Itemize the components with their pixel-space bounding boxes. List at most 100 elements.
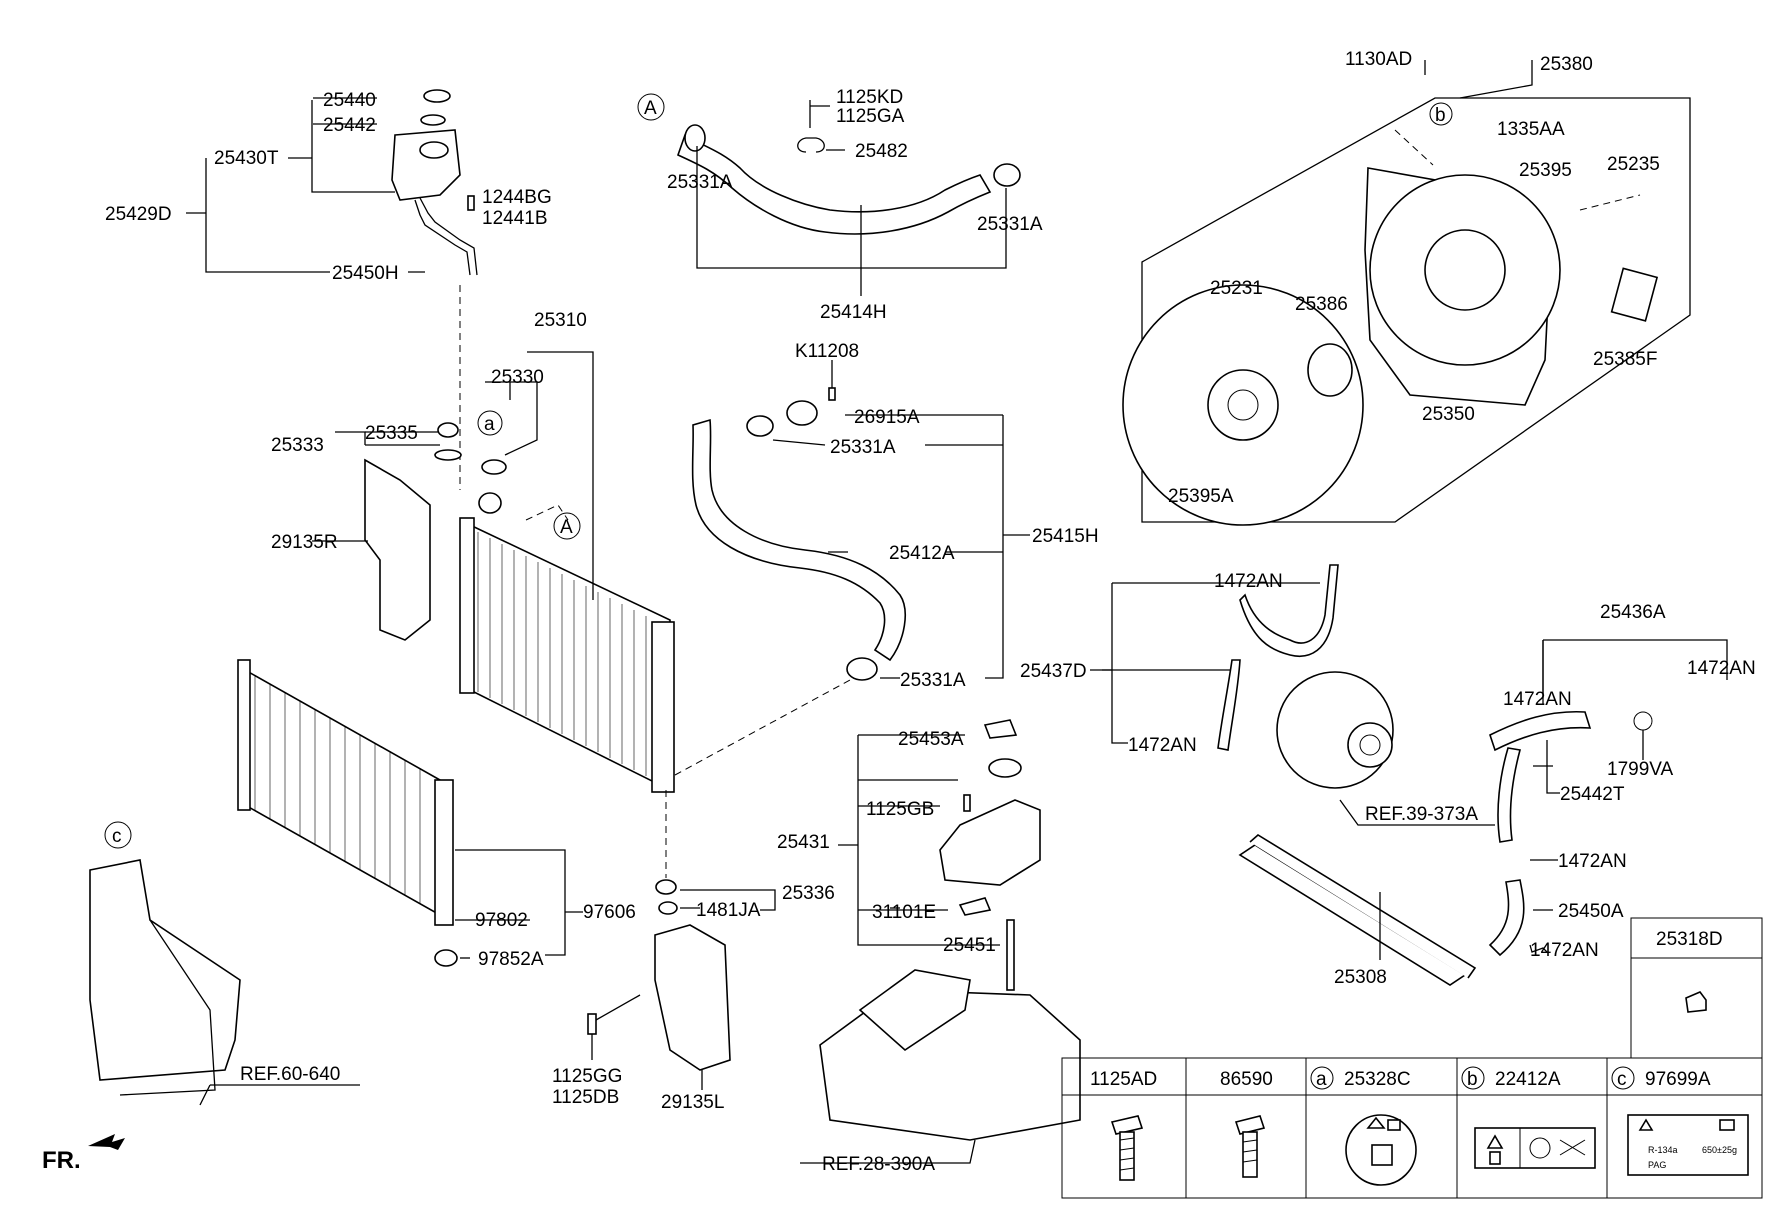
- label-fr: FR.: [42, 1147, 81, 1174]
- hose-clamp-right: [993, 163, 1021, 187]
- guard-29135l: [654, 924, 731, 1071]
- bolt-1125gb: [963, 794, 971, 812]
- radiator-right-tank: [651, 621, 675, 793]
- label-25442: 25442: [323, 115, 376, 136]
- label-plate-25453a: [983, 719, 1018, 739]
- plug-icon: [1685, 991, 1707, 1013]
- air-guard-right: 25333 25335 29135R: [271, 422, 462, 641]
- fan-shroud-assembly: 1130AD 25380 b 1335AA 25395 25235 25231 …: [1122, 49, 1691, 526]
- leader-lower-hose: [674, 679, 851, 776]
- label-1472an-4: 1472AN: [1503, 689, 1572, 710]
- label-1125ga: 1125GA: [836, 106, 905, 127]
- label-25450a: 25450A: [1558, 901, 1624, 922]
- drain-plug-25336: [655, 879, 677, 895]
- label-25440: 25440: [323, 90, 376, 111]
- label-12441b: 12441B: [482, 208, 548, 229]
- reservoir-hose-edge: [419, 197, 478, 276]
- cap-26915a: [786, 400, 818, 426]
- label-1472an-6: 1472AN: [1530, 940, 1599, 961]
- label-ref-39-373a: REF.39-373A: [1365, 804, 1478, 825]
- body-structure: c REF.60-640 FR.: [42, 821, 360, 1174]
- hose-clamp-left: [684, 124, 706, 152]
- label-25380: 25380: [1540, 54, 1593, 75]
- shroud-hub: [1424, 229, 1506, 311]
- refrigerant-oil: PAG: [1648, 1160, 1666, 1170]
- hose-25437d: [1239, 564, 1339, 657]
- hose-25451: [1006, 919, 1015, 991]
- label-1130ad: 1130AD: [1345, 49, 1412, 70]
- lower-hose-shape: [691, 418, 906, 662]
- radiator-cap-25330: [481, 459, 507, 475]
- reservoir-seal: [420, 114, 446, 126]
- inverter-cooling-assembly: 1472AN 25437D 1472AN 25436A 1472AN 1472A…: [1020, 564, 1756, 988]
- refrigerant-type: R-134a: [1648, 1145, 1678, 1155]
- condenser-receiver: [434, 779, 454, 926]
- reservoir-cap: [423, 89, 451, 103]
- label-25331a-2: 25331A: [977, 214, 1043, 235]
- reservoir-assembly: [391, 89, 478, 276]
- label-k11208: K11208: [795, 341, 859, 362]
- label-1125gb: 1125GB: [866, 799, 934, 820]
- pump-pulley: [1347, 722, 1393, 768]
- inverter-reservoir-assembly: 25453A 1125GB 25431 31101E 25451 REF.28-…: [777, 719, 1081, 1175]
- label-29135l: 29135L: [661, 1092, 724, 1113]
- reservoir-labels: 25440 25442 25430T 25429D 1244BG 12441B …: [105, 90, 552, 490]
- label-26915a: 26915A: [854, 407, 920, 428]
- upper-hose-assembly: A 1125KD 1125GA 25482 25331A 25331A 2541…: [637, 87, 1043, 323]
- callout-a-small: [477, 410, 503, 436]
- reservoir-tank-shape: [391, 129, 461, 201]
- label-1472an-5: 1472AN: [1558, 851, 1627, 872]
- label-25482: 25482: [855, 141, 908, 162]
- label-25395: 25395: [1519, 160, 1572, 181]
- label-25429d: 25429D: [105, 204, 172, 225]
- cap-25431: [988, 758, 1022, 778]
- caution-label-round-icon: [1345, 1114, 1417, 1186]
- reservoir-hose: [414, 199, 471, 276]
- label-1472an-3: 1472AN: [1687, 658, 1756, 679]
- hose-25436a: [1489, 710, 1592, 752]
- legend-header-25328c: 25328C: [1344, 1069, 1411, 1090]
- legend-header-25318d: 25318D: [1656, 929, 1723, 950]
- label-25331a-4: 25331A: [900, 670, 966, 691]
- label-25331a-1: 25331A: [667, 172, 733, 193]
- lower-guard-assembly: 25336 1481JA 1125GG 1125DB 29135L: [552, 790, 835, 1113]
- label-31101e: [958, 897, 992, 916]
- body-frame: [89, 859, 241, 1081]
- callout-a-small-label: a: [484, 414, 495, 435]
- label-25350: 25350: [1422, 404, 1475, 425]
- label-31101e: 31101E: [872, 902, 936, 923]
- label-1244bg: 1244BG: [482, 187, 552, 208]
- radiator-fins: [477, 532, 659, 782]
- lower-hose-assembly: K11208 26915A 25331A 25412A 25415H 25331…: [691, 341, 1099, 691]
- label-25431: 25431: [777, 832, 830, 853]
- label-25308: 25308: [1334, 967, 1387, 988]
- label-1472an-1: 1472AN: [1214, 571, 1283, 592]
- bolt-1244bg: [467, 195, 475, 211]
- label-25436a: 25436A: [1600, 602, 1666, 623]
- callout-a-circle: [637, 93, 665, 121]
- radiator-filler-neck: [478, 492, 502, 514]
- label-25453a: 25453A: [898, 729, 964, 750]
- cap-97852a: [434, 949, 458, 967]
- label-25310: 25310: [534, 310, 587, 331]
- legend-letter-c: c: [1617, 1069, 1627, 1090]
- legend-header-1125ad: 1125AD: [1090, 1069, 1157, 1090]
- label-25336: 25336: [782, 883, 835, 904]
- callout-c-label: c: [112, 826, 122, 847]
- label-25231: 25231: [1210, 278, 1263, 299]
- label-25385f: 25385F: [1593, 349, 1657, 370]
- label-1481ja: 1481JA: [696, 900, 761, 921]
- label-25395a: 25395A: [1168, 486, 1234, 507]
- clamp-1799va: [1633, 711, 1653, 731]
- radiator-core: [469, 523, 671, 792]
- screw-icon: [1234, 1115, 1266, 1178]
- callout-c-circle: [104, 821, 132, 849]
- clamp-25482: [797, 137, 825, 153]
- label-97606: 97606: [583, 902, 636, 923]
- label-ref-28-390a: REF.28-390A: [822, 1154, 935, 1175]
- label-25450h: 25450H: [332, 263, 399, 284]
- legend-letter-b: b: [1467, 1069, 1478, 1090]
- upper-hose-shape: [677, 133, 992, 235]
- bolt-1125gg: [587, 1013, 597, 1035]
